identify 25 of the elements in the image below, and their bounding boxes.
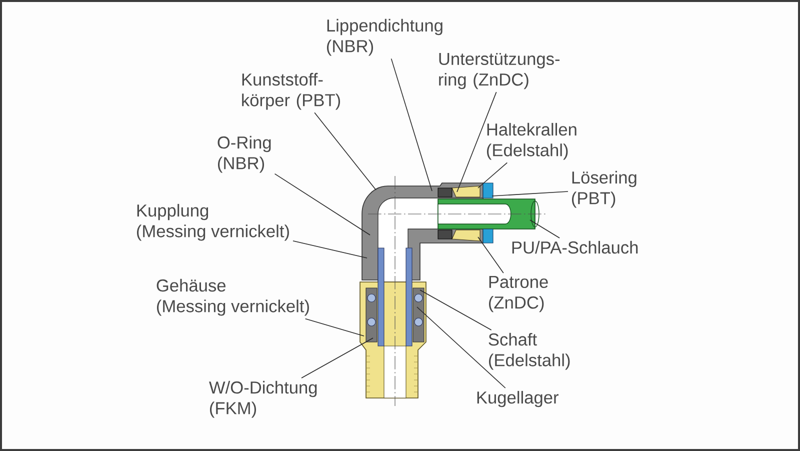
leader-line <box>416 306 506 388</box>
part-label: W/O-Dichtung (FKM) <box>209 380 317 418</box>
part-label: Schaft (Edelstahl) <box>488 332 570 370</box>
part-label: Unterstützungs- ring (ZnDC) <box>439 52 560 90</box>
leader-line <box>292 240 368 258</box>
leader-line <box>420 290 492 330</box>
leader-line <box>456 92 497 192</box>
leader-line <box>478 236 504 274</box>
part-label: PU/PA-Schlauch <box>512 240 638 254</box>
leader-line <box>314 112 376 190</box>
leader-line <box>390 58 432 192</box>
part-label: Kupplung (Messing vernickelt) <box>137 204 289 241</box>
leader-line <box>492 191 568 196</box>
part-label: Kunststoff- körper (PBT) <box>242 72 340 110</box>
part-label: Haltekrallen (Edelstahl) <box>487 122 576 160</box>
part-label: Lösering (PBT) <box>572 170 636 208</box>
part-label: Patrone (ZnDC) <box>489 276 548 312</box>
part-label: O-Ring (NBR) <box>218 136 271 173</box>
leader-line <box>478 162 508 188</box>
part-label: Gehäuse (Messing vernickelt) <box>156 278 309 316</box>
leader-line <box>301 338 374 378</box>
leader-line <box>304 318 364 336</box>
part-label: Kugellager <box>477 390 558 408</box>
leader-line <box>274 173 370 236</box>
leader-line <box>530 220 560 238</box>
